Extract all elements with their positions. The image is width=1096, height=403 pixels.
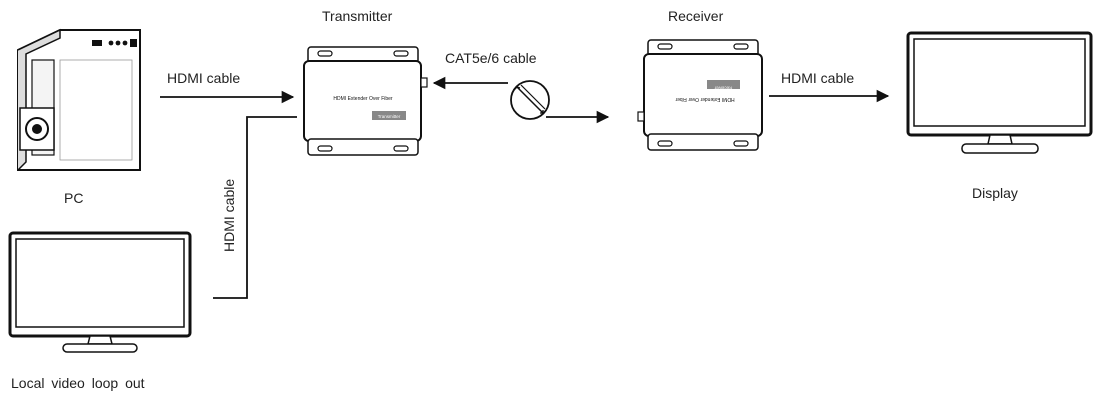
- receiver-body-text: HDMI Extender Over Fiber: [675, 96, 735, 102]
- rx-to-display-cable-label: HDMI cable: [781, 70, 855, 86]
- pc-tower-icon: [17, 28, 141, 171]
- local-monitor-icon: [8, 231, 192, 353]
- transmitter-badge-text: Transmitter: [378, 114, 401, 119]
- tx-to-rx-cable-label: CAT5e/6 cable: [445, 50, 537, 66]
- receiver-device-icon: Receiver HDMI Extender Over Fiber: [637, 39, 763, 151]
- cable-lines: [160, 76, 890, 299]
- loop-out-cable-label: HDMI cable: [221, 178, 237, 252]
- pc-label: PC: [64, 190, 84, 206]
- transmitter-label: Transmitter: [322, 8, 393, 24]
- cable-coil-icon: [510, 80, 550, 120]
- loop-out-line: [213, 116, 297, 299]
- receiver-badge-text: Receiver: [714, 86, 732, 91]
- transmitter-device-icon: HDMI Extender Over Fiber Transmitter: [303, 46, 428, 156]
- pc-to-tx-cable-label: HDMI cable: [167, 70, 241, 86]
- display-label: Display: [972, 185, 1018, 201]
- display-monitor-icon: [906, 31, 1093, 154]
- local-loop-label: Local video loop out: [11, 375, 145, 391]
- receiver-label: Receiver: [668, 8, 724, 24]
- transmitter-body-text: HDMI Extender Over Fiber: [333, 96, 393, 102]
